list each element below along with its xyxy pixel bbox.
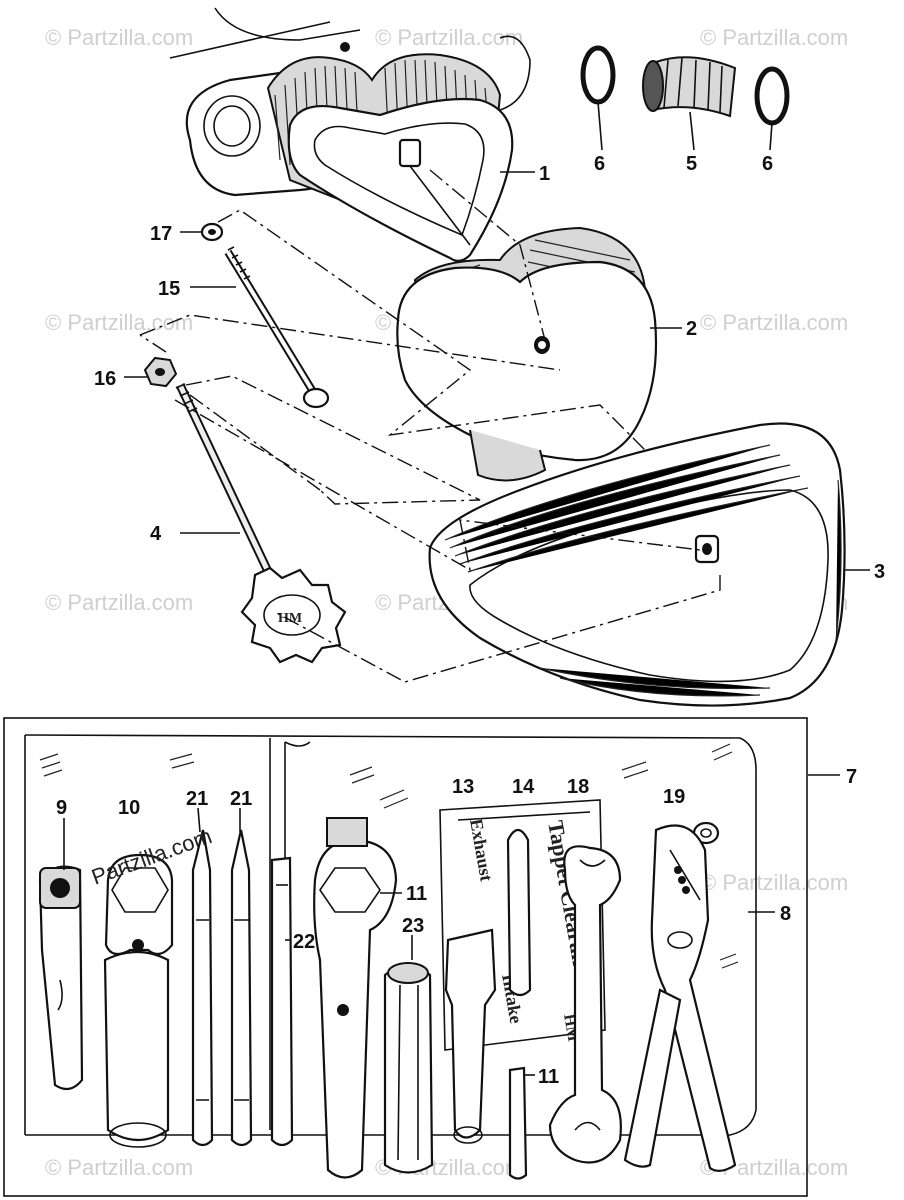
side-cover xyxy=(428,422,846,707)
callout-7: 7 xyxy=(846,766,857,788)
callout-19: 19 xyxy=(663,786,685,808)
callout-8: 8 xyxy=(780,903,791,925)
callout-6: 6 xyxy=(594,153,605,175)
callout-3: 3 xyxy=(874,561,885,583)
callout-5: 5 xyxy=(686,153,697,175)
feeler-gauge xyxy=(506,828,532,997)
air-filter-case xyxy=(396,226,658,482)
box-spanner xyxy=(444,928,497,1144)
callout-11: 11 xyxy=(406,883,427,905)
watermark: © Partzilla.com xyxy=(700,870,848,895)
screwdriver-phillips xyxy=(191,829,214,1147)
combination-wrench xyxy=(313,817,398,1179)
callout-14: 14 xyxy=(512,776,535,798)
callout-11: 11 xyxy=(538,1066,559,1088)
long-bolt xyxy=(224,246,330,409)
callout-17: 17 xyxy=(150,223,172,245)
watermark: © Partzilla.com xyxy=(45,25,193,50)
callout-labels: 1 2 3 4 5 6 6 7 8 9 10 11 11 13 14 15 16… xyxy=(56,153,885,1088)
connecting-tube xyxy=(642,56,737,118)
callout-13: 13 xyxy=(452,776,474,798)
callout-1: 1 xyxy=(539,163,550,185)
nut xyxy=(143,356,178,388)
callout-21: 21 xyxy=(230,788,252,810)
box-socket-wrench xyxy=(103,853,174,1148)
plug-wrench-small xyxy=(38,865,84,1091)
wing-bolt-badge: HM xyxy=(278,611,302,626)
screwdriver-flat xyxy=(270,856,294,1147)
o-ring-left xyxy=(580,45,616,105)
callout-22: 22 xyxy=(293,931,315,953)
callout-10: 10 xyxy=(118,797,140,819)
washer xyxy=(200,222,224,242)
leader-lines xyxy=(63,101,870,1076)
watermark: © Partzilla.com xyxy=(45,1155,193,1180)
watermark: © Partzilla.com xyxy=(375,25,523,50)
screwdriver-phillips xyxy=(230,829,253,1147)
callout-16: 16 xyxy=(94,368,116,390)
wing-bolt: HM xyxy=(175,383,347,664)
watermark: © Partzilla.com xyxy=(45,590,193,615)
air-filter-element xyxy=(266,53,514,262)
watermark: © Partzilla.com xyxy=(700,25,848,50)
callout-2: 2 xyxy=(686,318,697,340)
watermark: © Partzilla.com xyxy=(700,310,848,335)
pliers xyxy=(623,824,737,1172)
small-rod-tool xyxy=(508,1066,528,1180)
callout-9: 9 xyxy=(56,797,67,819)
callout-23: 23 xyxy=(402,915,424,937)
callout-21: 21 xyxy=(186,788,208,810)
callout-18: 18 xyxy=(567,776,589,798)
watermark: © Partzilla.com xyxy=(45,310,193,335)
callout-6: 6 xyxy=(762,153,773,175)
open-end-wrench xyxy=(548,845,622,1164)
tool-handle xyxy=(383,962,434,1174)
assembly-lines xyxy=(139,169,721,683)
callout-4: 4 xyxy=(150,523,162,545)
o-ring-right xyxy=(754,66,790,126)
exhaust-text: Exhaust xyxy=(466,817,497,883)
callout-15: 15 xyxy=(158,278,180,300)
